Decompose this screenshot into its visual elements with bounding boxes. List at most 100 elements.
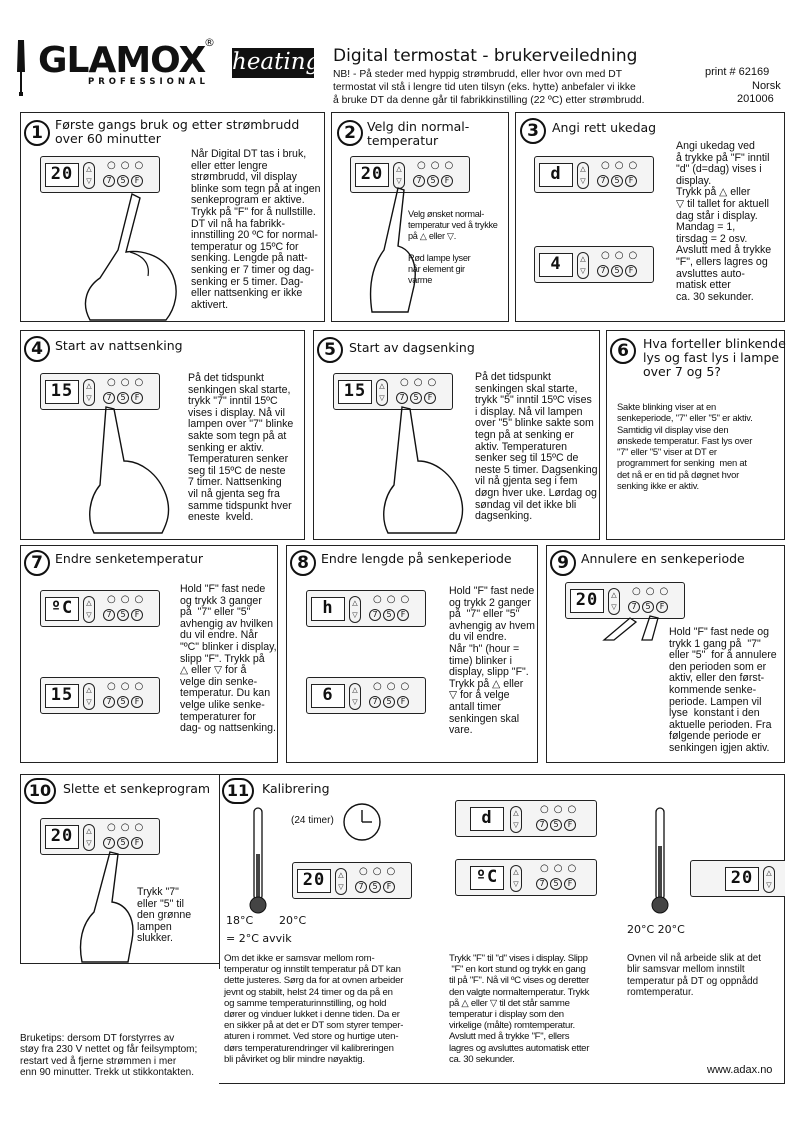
- section-8-text: Hold "F" fast nede og trykk 2 ganger på …: [449, 585, 535, 737]
- button-f: F: [564, 819, 576, 831]
- button-f: F: [131, 392, 143, 404]
- section-6-text: Sakte blinking viser at en senkeperiode,…: [617, 401, 753, 492]
- section-9-text: Hold "F" fast nede og trykk 1 gang på "7…: [669, 626, 777, 754]
- section-5-title: Start av dagsenking: [349, 340, 475, 355]
- section-2-title: Velg din normal- temperatur: [367, 119, 470, 148]
- step-number-11: 11: [222, 778, 254, 804]
- lamps: ○○○: [601, 250, 643, 261]
- lamps: ○○○: [359, 866, 401, 877]
- hand-illustration: [383, 406, 464, 534]
- display: 15: [338, 380, 372, 404]
- hand-illustration: [79, 851, 134, 963]
- section-3: [515, 112, 785, 322]
- button-5: 5: [410, 392, 422, 404]
- lamps: ○○○: [107, 594, 149, 605]
- brand-subtitle: PROFESSIONAL: [88, 77, 209, 87]
- display: ºC: [45, 597, 79, 621]
- display: d: [470, 807, 504, 831]
- clock-label: (24 timer): [291, 815, 334, 826]
- language-label: Norsk: [752, 80, 781, 92]
- button-f: F: [383, 881, 395, 893]
- button-7: 7: [597, 175, 609, 187]
- up-down-buttons: △▽: [335, 868, 347, 895]
- lamps: ○○○: [400, 377, 442, 388]
- section-9: [546, 545, 785, 763]
- section-10-text: Trykk "7" eller "5" til den grønne lampe…: [137, 886, 192, 945]
- button-f: F: [625, 175, 637, 187]
- section-5-text: På det tidspunkt senkingen skal starte, …: [475, 371, 598, 523]
- section-3-text: Angi ukedag ved å trykke på "F" inntil "…: [676, 140, 772, 303]
- button-5: 5: [611, 265, 623, 277]
- fingers-illustration: [602, 615, 659, 641]
- section-9-title: Annulere en senkeperiode: [581, 551, 745, 566]
- button-7: 7: [396, 392, 408, 404]
- page-title: Digital termostat - brukerveiledning: [333, 46, 638, 66]
- button-7: 7: [103, 837, 115, 849]
- button-f: F: [397, 609, 409, 621]
- button-5: 5: [117, 696, 129, 708]
- hand-illustration: [369, 187, 416, 313]
- button-7: 7: [103, 696, 115, 708]
- up-down-buttons: △▽: [577, 162, 589, 189]
- section-3-title: Angi rett ukedag: [552, 120, 657, 135]
- button-f: F: [424, 392, 436, 404]
- lamps: ○○○: [373, 681, 415, 692]
- section-11-title: Kalibrering: [262, 781, 330, 796]
- lamps: ○○○: [540, 804, 582, 815]
- lamps: ○○○: [107, 681, 149, 692]
- section-7-text: Hold "F" fast nede og trykk 3 ganger på …: [180, 583, 277, 735]
- button-5: 5: [369, 881, 381, 893]
- display: 20: [297, 869, 331, 893]
- hand-illustration: [89, 406, 170, 534]
- button-5: 5: [117, 609, 129, 621]
- section-4: [20, 330, 305, 540]
- thermometer-icon: [249, 807, 267, 914]
- deviation-label: = 2°C avvik: [226, 932, 292, 945]
- lamps: ○○○: [107, 822, 149, 833]
- button-5: 5: [550, 819, 562, 831]
- step-number-4: 4: [24, 336, 50, 362]
- step-number-2: 2: [337, 120, 363, 146]
- up-down-buttons: △▽: [83, 596, 95, 623]
- calibration-text-middle: Trykk "F" til "d" vises i display. Slipp…: [449, 953, 590, 1065]
- lamps: ○○○: [632, 586, 674, 597]
- button-5: 5: [611, 175, 623, 187]
- up-down-buttons: △▽: [83, 379, 95, 406]
- thermostat-device: 20 △▽: [690, 860, 785, 897]
- button-7: 7: [369, 696, 381, 708]
- section-6: [606, 330, 785, 540]
- thermometer-icon: [651, 807, 669, 914]
- usage-tip: Bruketips: dersom DT forstyrres av støy …: [20, 1033, 198, 1078]
- up-down-buttons: △▽: [83, 824, 95, 851]
- step-number-1: 1: [24, 120, 50, 146]
- calibration-text-right: Ovnen vil nå arbeide slik at det blir sa…: [627, 953, 761, 999]
- temperature-pair: 20°C 20°C: [627, 923, 685, 936]
- section-1-title: Første gangs bruk og etter strømbrudd ov…: [55, 117, 300, 146]
- button-5: 5: [550, 878, 562, 890]
- display: 20: [570, 589, 604, 613]
- section-5: [313, 330, 600, 540]
- section-8-title: Endre lengde på senkeperiode: [321, 551, 512, 566]
- button-7: 7: [369, 609, 381, 621]
- website-link[interactable]: www.adax.no: [707, 1064, 773, 1076]
- lamps: ○○○: [107, 377, 149, 388]
- button-7: 7: [597, 265, 609, 277]
- display: h: [311, 597, 345, 621]
- button-7: 7: [413, 175, 425, 187]
- button-5: 5: [383, 609, 395, 621]
- up-down-buttons: △▽: [577, 252, 589, 279]
- section-2-text: Velg ønsket normal- temperatur ved å try…: [408, 209, 498, 285]
- display: 15: [45, 684, 79, 708]
- section-10-title: Slette et senkeprogram: [63, 781, 211, 796]
- header-note: NB! - På steder med hyppig strømbrudd, e…: [333, 69, 645, 106]
- button-f: F: [397, 696, 409, 708]
